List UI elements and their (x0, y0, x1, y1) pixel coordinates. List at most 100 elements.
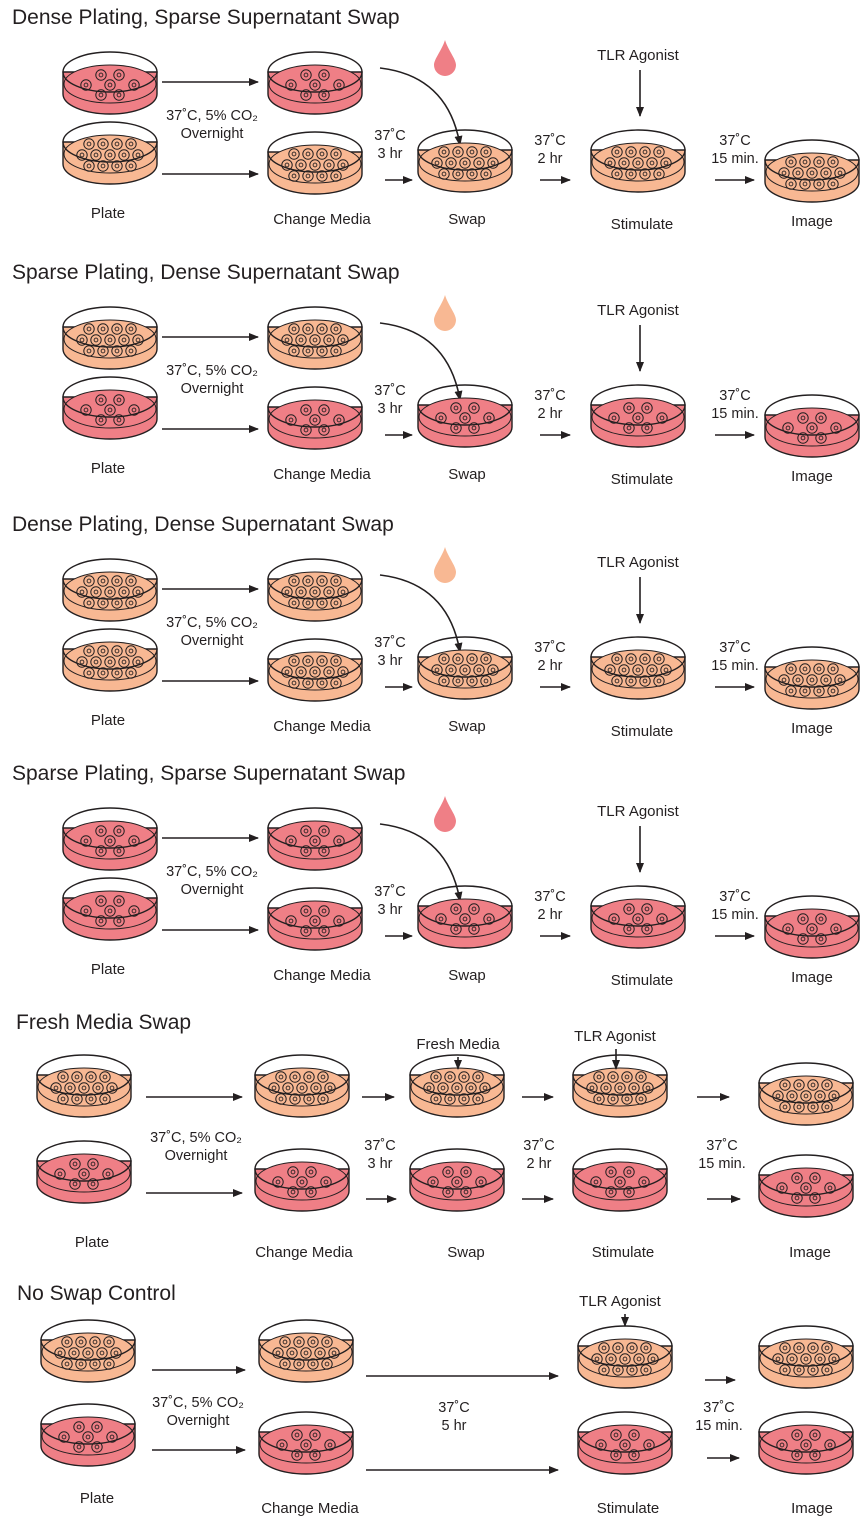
step-label-image: Image (791, 468, 833, 485)
petri-dish-icon (63, 377, 157, 439)
step-label-image: Image (791, 969, 833, 986)
step-label-change-media: Change Media (255, 1244, 353, 1261)
petri-dish-icon (259, 1320, 353, 1382)
petri-dish-icon (591, 637, 685, 699)
petri-dish-icon (37, 1055, 131, 1117)
step-label-image: Image (791, 213, 833, 230)
step-label-change-media: Change Media (273, 466, 371, 483)
step-label-plate: Plate (75, 1234, 109, 1251)
petri-dish-icon (765, 896, 859, 958)
petri-dish-icon (63, 122, 157, 184)
petri-dish-icon (591, 130, 685, 192)
tlr-agonist-label: TLR Agonist (597, 803, 680, 820)
supernatant-drop-icon (434, 796, 456, 832)
petri-dish-icon (759, 1326, 853, 1388)
petri-dish-icon (41, 1404, 135, 1466)
panel-title: Sparse Plating, Dense Supernatant Swap (12, 261, 400, 284)
petri-dish-icon (418, 886, 512, 948)
step-label-stimulate: Stimulate (611, 216, 674, 233)
tlr-agonist-label: TLR Agonist (574, 1028, 657, 1045)
petri-dish-icon (418, 637, 512, 699)
step-label-change-media: Change Media (273, 967, 371, 984)
step-label-swap: Swap (448, 466, 486, 483)
petri-dish-icon (37, 1141, 131, 1203)
step-label-stimulate: Stimulate (597, 1500, 660, 1517)
petri-dish-icon (41, 1320, 135, 1382)
petri-dish-icon (765, 395, 859, 457)
step-label-stimulate: Stimulate (611, 471, 674, 488)
petri-dish-icon (255, 1149, 349, 1211)
petri-dish-icon (759, 1063, 853, 1125)
petri-dish-icon (255, 1055, 349, 1117)
step-label-change-media: Change Media (273, 211, 371, 228)
tlr-agonist-label: TLR Agonist (597, 554, 680, 571)
petri-dish-icon (268, 639, 362, 701)
petri-dish-icon (268, 132, 362, 194)
petri-dish-icon (259, 1412, 353, 1474)
step-label-change-media: Change Media (261, 1500, 359, 1517)
step-label-image: Image (791, 1500, 833, 1517)
petri-dish-icon (268, 52, 362, 114)
step-label-swap: Swap (448, 211, 486, 228)
petri-dish-icon (578, 1412, 672, 1474)
step-label-change-media: Change Media (273, 718, 371, 735)
petri-dish-icon (63, 52, 157, 114)
petri-dish-icon (759, 1412, 853, 1474)
step-label-swap: Swap (448, 718, 486, 735)
petri-dish-icon (268, 559, 362, 621)
petri-dish-icon (268, 808, 362, 870)
petri-dish-icon (268, 888, 362, 950)
tlr-agonist-label: TLR Agonist (579, 1293, 662, 1310)
petri-dish-icon (63, 559, 157, 621)
supernatant-drop-icon (434, 40, 456, 76)
petri-dish-icon (268, 307, 362, 369)
petri-dish-icon (63, 808, 157, 870)
supernatant-drop-icon (434, 295, 456, 331)
petri-dish-icon (418, 130, 512, 192)
step-label-image: Image (791, 720, 833, 737)
supernatant-drop-icon (434, 547, 456, 583)
step-label-stimulate: Stimulate (611, 972, 674, 989)
petri-dish-icon (410, 1055, 504, 1117)
petri-dish-icon (573, 1055, 667, 1117)
petri-dish-icon (268, 387, 362, 449)
petri-dish-icon (418, 385, 512, 447)
step-label-swap: Swap (448, 967, 486, 984)
panel-title: Fresh Media Swap (16, 1011, 191, 1034)
petri-dish-icon (759, 1155, 853, 1217)
fresh-media-label: Fresh Media (416, 1036, 500, 1053)
diagram-content: Dense Plating, Sparse Supernatant Swap37… (12, 6, 859, 1517)
step-label-plate: Plate (91, 961, 125, 978)
tlr-agonist-label: TLR Agonist (597, 302, 680, 319)
tlr-agonist-label: TLR Agonist (597, 47, 680, 64)
step-label-stimulate: Stimulate (611, 723, 674, 740)
petri-dish-icon (578, 1326, 672, 1388)
step-label-plate: Plate (80, 1490, 114, 1507)
petri-dish-icon (591, 385, 685, 447)
step-label-plate: Plate (91, 712, 125, 729)
step-label-plate: Plate (91, 460, 125, 477)
petri-dish-icon (63, 629, 157, 691)
